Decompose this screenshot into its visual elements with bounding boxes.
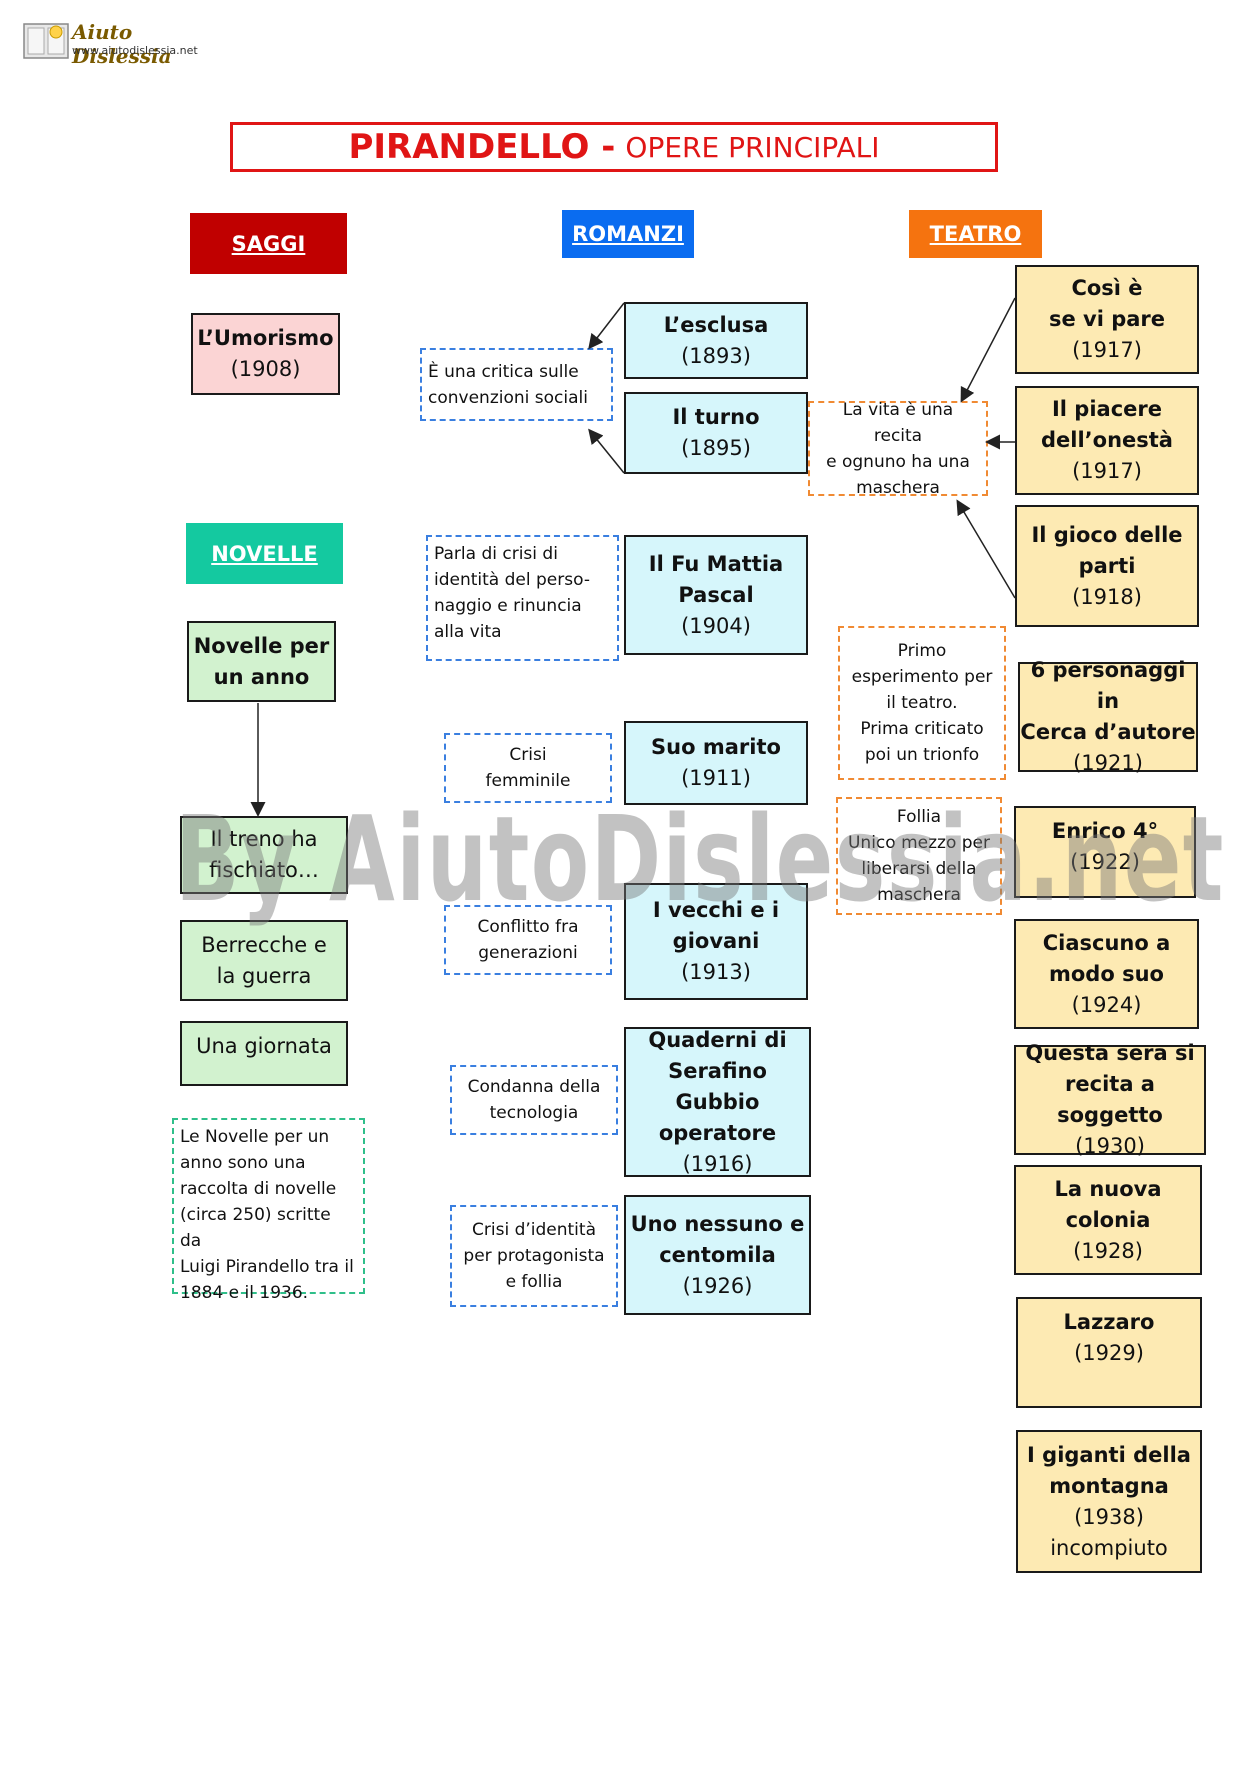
novelle-note: Le Novelle per un anno sono una raccolta…	[172, 1118, 365, 1303]
teatro-note: La vita è una recita e ognuno ha una mas…	[808, 400, 988, 498]
teatro-box: Ciascuno a modo suo (1924)	[1014, 919, 1199, 1029]
teatro-title: Lazzaro	[1063, 1310, 1155, 1334]
novella-item-title: Il treno ha fischiato…	[209, 827, 319, 882]
novelle-main-box: Novelle per un anno	[187, 621, 336, 702]
arrow-cosi-e	[960, 297, 1016, 403]
romanzo-year: (1911)	[681, 766, 751, 790]
teatro-box: Il gioco delle parti (1918)	[1015, 505, 1199, 627]
romanzo-note: Conflitto fra generazioni	[444, 905, 612, 975]
romanzo-box: Quaderni di Serafino Gubbio operatore (1…	[624, 1027, 811, 1177]
teatro-year: (1930)	[1075, 1134, 1145, 1158]
romanzo-title: Il Fu Mattia Pascal	[648, 551, 784, 607]
romanzo-box: Uno nessuno e centomila (1926)	[624, 1195, 811, 1315]
romanzo-year: (1895)	[681, 436, 751, 460]
header-romanzi: ROMANZI	[562, 210, 694, 258]
teatro-note: Follia Unico mezzo per liberarsi della m…	[836, 797, 1002, 915]
logo-brand: Aiuto Dislessia	[72, 20, 172, 68]
teatro-year: (1918)	[1072, 584, 1142, 609]
teatro-year: (1928)	[1073, 1238, 1143, 1263]
teatro-year: (1924)	[1071, 992, 1142, 1017]
book-logo-icon	[23, 23, 69, 59]
romanzo-title: Quaderni di Serafino Gubbio operatore	[648, 1027, 787, 1145]
logo-url: www.aiutodislessia.net	[72, 44, 198, 57]
romanzo-title: L’esclusa	[663, 312, 769, 337]
saggio-box: L’Umorismo (1908)	[191, 313, 340, 395]
site-logo[interactable]: Aiuto Dislessia www.aiutodislessia.net	[22, 18, 212, 68]
romanzo-title: Uno nessuno e centomila	[630, 1211, 805, 1267]
romanzo-box: I vecchi e i giovani (1913)	[624, 883, 808, 1000]
teatro-box: Così è se vi pare (1917)	[1015, 265, 1199, 374]
teatro-box: Questa sera si recita a soggetto (1930)	[1014, 1041, 1206, 1158]
title-sub: OPERE PRINCIPALI	[625, 130, 880, 164]
teatro-title: Il gioco delle parti	[1031, 522, 1183, 578]
teatro-year: (1938) incompiuto	[1050, 1504, 1168, 1560]
romanzo-year: (1904)	[681, 613, 751, 638]
teatro-year: (1917)	[1072, 459, 1142, 483]
novella-item-title: Berrecche e la guerra	[201, 932, 327, 988]
novella-item: Berrecche e la guerra	[180, 920, 348, 1001]
romanzo-note: Condanna della tecnologia	[450, 1065, 618, 1135]
romanzo-box: Il turno (1895)	[624, 392, 808, 474]
teatro-title: Il piacere dell’onestà	[1041, 397, 1173, 452]
novella-item: Il treno ha fischiato…	[180, 816, 348, 894]
novella-item: Una giornata	[180, 1021, 348, 1086]
teatro-title: I giganti della montagna	[1027, 1442, 1191, 1498]
teatro-note: Primo esperimento per il teatro. Prima c…	[838, 626, 1006, 780]
saggio-title: L’Umorismo	[197, 326, 334, 350]
romanzo-year: (1913)	[681, 960, 751, 984]
teatro-title: Ciascuno a modo suo	[1042, 930, 1171, 986]
romanzo-title: Il turno	[672, 405, 760, 429]
novelle-main-title: Novelle per un anno	[193, 633, 330, 689]
teatro-title: La nuova colonia	[1054, 1176, 1162, 1232]
teatro-box: 6 personaggi in Cerca d’autore (1921)	[1018, 658, 1198, 775]
teatro-year: (1922)	[1070, 850, 1140, 874]
teatro-box: Enrico 4° (1922)	[1014, 806, 1196, 898]
teatro-box: Il piacere dell’onestà (1917)	[1015, 386, 1199, 495]
teatro-title: Enrico 4°	[1051, 819, 1159, 843]
teatro-box: La nuova colonia (1928)	[1014, 1165, 1202, 1275]
teatro-title: 6 personaggi in Cerca d’autore	[1020, 658, 1196, 744]
header-novelle: NOVELLE	[186, 523, 343, 584]
teatro-box: Lazzaro (1929)	[1016, 1297, 1202, 1408]
header-saggi: SAGGI	[190, 213, 347, 274]
saggio-year: (1908)	[230, 357, 301, 381]
romanzo-note: Parla di crisi di identità del perso- na…	[426, 535, 619, 661]
romanzo-note: Crisi d’identità per protagonista e foll…	[450, 1205, 618, 1307]
romanzo-title: Suo marito	[651, 735, 781, 759]
arrow-esclusa	[588, 302, 625, 350]
romanzo-box: Suo marito (1911)	[624, 721, 808, 805]
header-teatro: TEATRO	[909, 210, 1042, 258]
romanzo-title: I vecchi e i giovani	[652, 898, 780, 953]
teatro-year: (1921)	[1073, 751, 1143, 775]
romanzo-year: (1926)	[682, 1273, 753, 1298]
teatro-year: (1929)	[1074, 1341, 1144, 1365]
arrow-gioco	[956, 499, 1016, 599]
romanzo-box: Il Fu Mattia Pascal (1904)	[624, 535, 808, 655]
title-main: PIRANDELLO -	[348, 127, 616, 167]
romanzo-year: (1893)	[681, 343, 751, 368]
arrow-turno	[588, 428, 625, 474]
teatro-box: I giganti della montagna (1938) incompiu…	[1016, 1430, 1202, 1573]
teatro-title: Così è se vi pare	[1048, 276, 1166, 331]
romanzo-year: (1916)	[682, 1151, 753, 1176]
teatro-title: Questa sera si recita a soggetto	[1025, 1041, 1195, 1127]
romanzo-note: È una critica sulle convenzioni sociali	[420, 348, 613, 421]
romanzo-note: Crisi femminile	[444, 733, 612, 803]
novella-item-title: Una giornata	[196, 1034, 332, 1058]
teatro-year: (1917)	[1072, 338, 1142, 362]
romanzo-box: L’esclusa (1893)	[624, 302, 808, 379]
page-title: PIRANDELLO - OPERE PRINCIPALI	[230, 122, 998, 172]
